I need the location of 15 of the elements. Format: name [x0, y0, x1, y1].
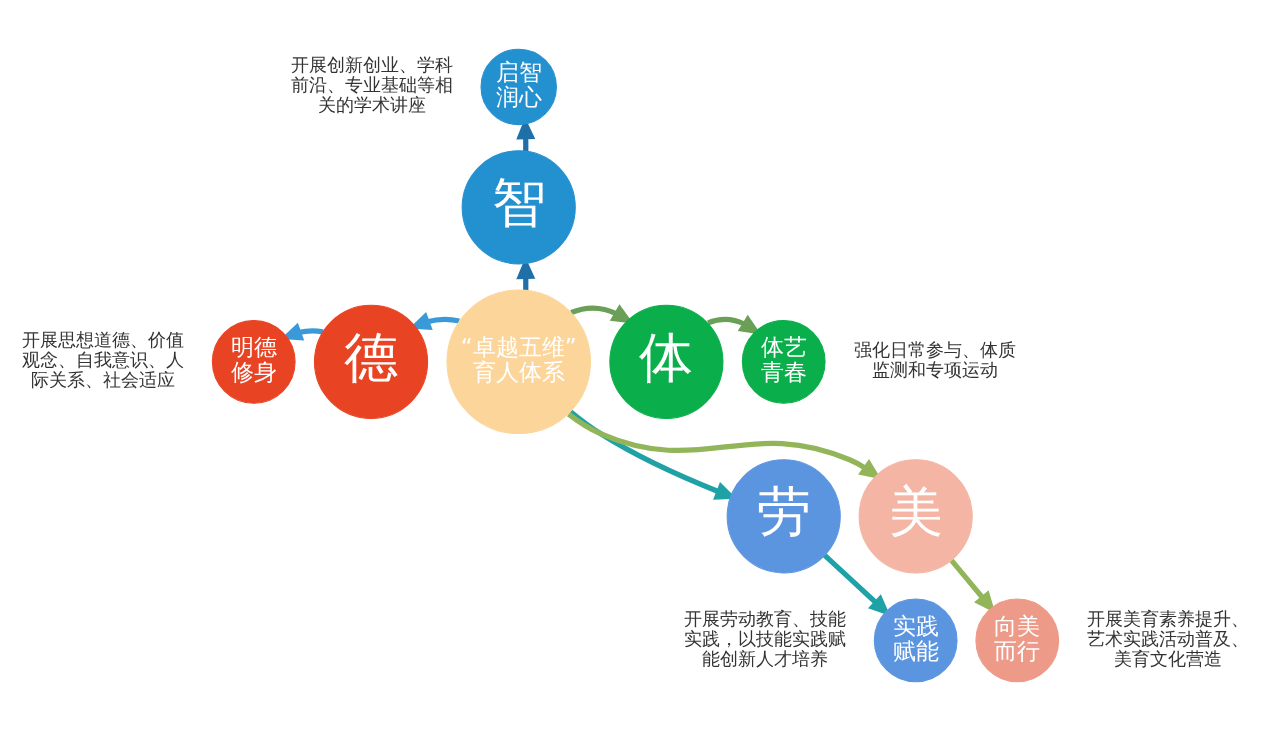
- node-label: 开展美育素养提升、艺术实践活动普及、美育文化营造: [1087, 607, 1250, 669]
- node-circle: 德: [313, 304, 429, 419]
- node-label: 开展劳动教育、技能实践，以技能实践赋能创新人才培养: [683, 607, 846, 669]
- node-label: 开展思想道德、价值观念、自我意识、人际关系、社会适应: [21, 328, 184, 390]
- node-circle: 启智润心: [480, 48, 557, 125]
- arrow: [949, 558, 996, 613]
- node-circle: “卓越五维”育人体系: [446, 289, 591, 434]
- node-label: 强化日常参与、体质监测和专项运动: [853, 338, 1016, 380]
- node-circle: 智: [461, 149, 576, 264]
- node-circle: 向美而行: [975, 598, 1060, 682]
- node-circle: 劳: [726, 458, 841, 573]
- node-circle: 体艺青春: [741, 319, 826, 404]
- node-circle: 明德修身: [211, 319, 296, 404]
- node-label: 开展创新创业、学科前沿、专业基础等相关的学术讲座: [291, 53, 454, 115]
- node-circle: 实践赋能: [873, 598, 958, 682]
